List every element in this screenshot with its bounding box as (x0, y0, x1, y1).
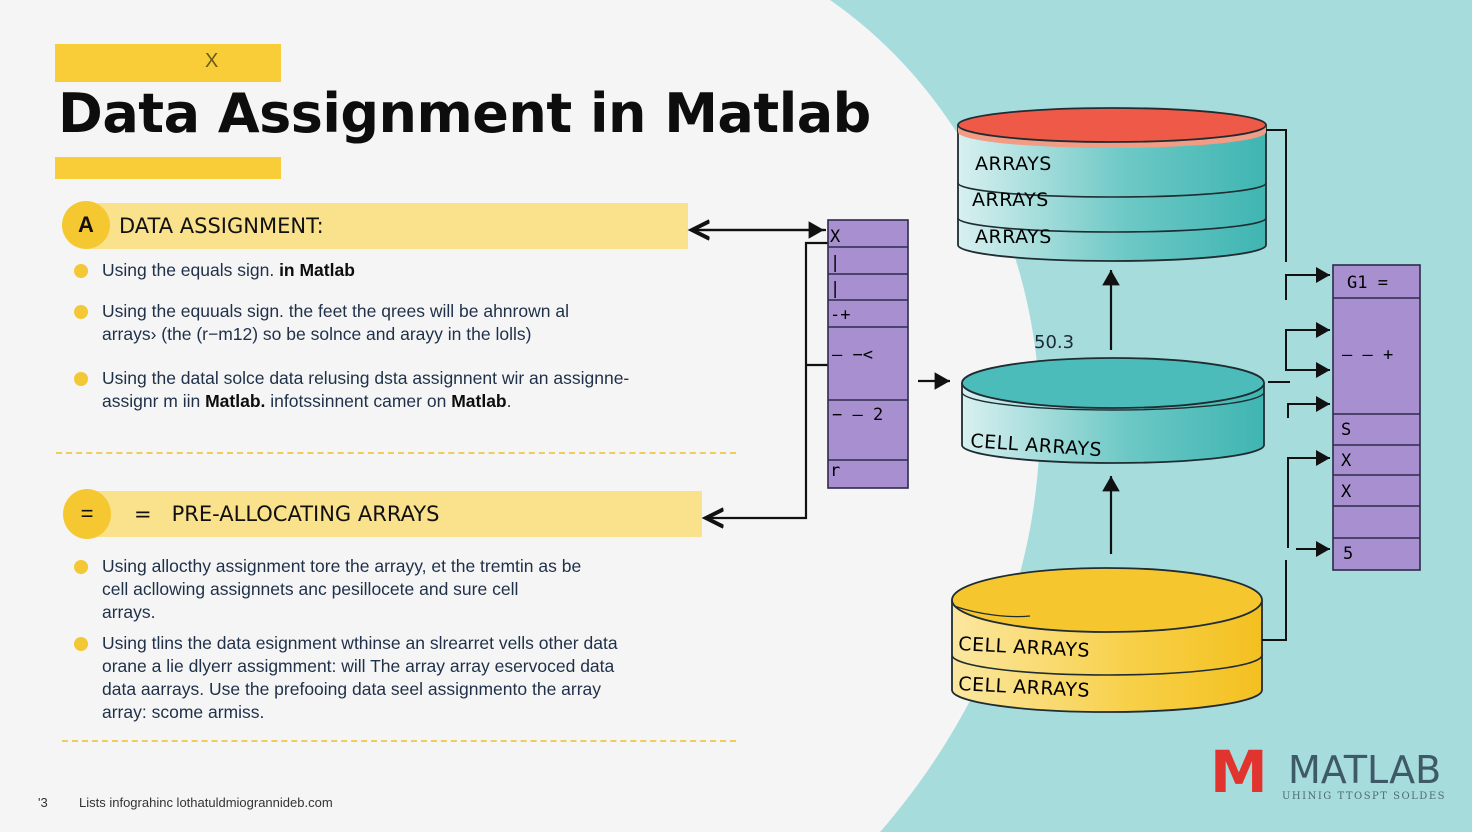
left-stack-cell: -+ (830, 305, 850, 325)
left-stack-cell: | (830, 253, 840, 273)
left-stack-cell: — −< (832, 345, 873, 365)
value-label: 50.3 (1034, 332, 1074, 353)
middle-cylinder-lid (961, 357, 1265, 409)
section-b-bullet-1: Using allocthy assignment tore the array… (74, 555, 581, 624)
left-stack-cell: X (830, 227, 841, 247)
bottom-cylinder-lid (951, 567, 1263, 633)
section-a-bullet-2: Using the equuals sign. the feet the qre… (74, 300, 569, 346)
section-a-header: DATA ASSIGNMENT: (86, 203, 688, 249)
right-stack-cell: X (1341, 451, 1352, 471)
matlab-logo: M MATLAB UHINIG TTOSPT SOLDES (1210, 738, 1450, 806)
logo-name: MATLAB (1288, 748, 1442, 792)
section-divider (56, 452, 736, 454)
left-connectors (692, 230, 950, 518)
section-a-badge: A (62, 201, 110, 249)
page-title: Data Assignment in Matlab (58, 82, 871, 145)
section-a-bullet-1: Using the equals sign. in Matlab (74, 259, 355, 282)
middle-cylinder: CELL ARRAYS (961, 357, 1265, 464)
bullet-dot (74, 637, 88, 651)
right-stack-cell: X (1341, 482, 1352, 502)
page-number: '3 (38, 795, 48, 810)
right-array-stack: G1 = — — + S X X 5 (1332, 264, 1421, 571)
right-stack-cell: 5 (1343, 544, 1353, 564)
bullet-dot (74, 305, 88, 319)
right-stack-cell: G1 = (1347, 273, 1388, 293)
section-b-badge: = (63, 489, 111, 539)
right-stack-cell: S (1341, 420, 1351, 440)
section-a-bullet-3: Using the datal solce data relusing dsta… (74, 367, 629, 413)
section-b-bullet-2: Using tlins the data esignment wthinse a… (74, 632, 618, 724)
close-decoration-icon: X (205, 50, 219, 72)
logo-tagline: UHINIG TTOSPT SOLDES (1282, 791, 1446, 802)
matlab-logo-icon: M (1210, 738, 1268, 806)
title-top-bar (55, 44, 281, 82)
section-a-heading: DATA ASSIGNMENT: (119, 214, 324, 238)
left-stack-cell: | (830, 279, 840, 299)
cylinder-row-label: ARRAYS (975, 153, 1052, 175)
bullet-dot (74, 264, 88, 278)
bullet-dot (74, 560, 88, 574)
arrow-to-section-b (706, 241, 828, 518)
section-b-header: = PRE-ALLOCATING ARRAYS (88, 491, 702, 537)
cylinder-row-label: ARRAYS (975, 226, 1052, 248)
cylinder-row-label: ARRAYS (972, 189, 1049, 211)
left-stack-cell: − — 2 (832, 405, 883, 425)
bottom-cylinder: CELL ARRAYS CELL ARRAYS (951, 567, 1263, 713)
section-divider (62, 740, 736, 742)
footer-text: Lists infograhinc lothatuldmiogrannideb.… (79, 795, 333, 810)
right-connectors (1262, 129, 1330, 641)
section-b-heading: PRE-ALLOCATING ARRAYS (171, 502, 440, 526)
equals-icon: = (134, 502, 152, 526)
top-cylinder: ARRAYS ARRAYS ARRAYS (957, 107, 1267, 262)
right-stack-cell: — — + (1342, 345, 1393, 365)
top-cylinder-lid (957, 107, 1267, 143)
title-bottom-bar (55, 157, 281, 179)
left-array-stack: X | | -+ — −< − — 2 r (827, 219, 909, 489)
bullet-dot (74, 372, 88, 386)
left-stack-cell: r (830, 461, 840, 481)
